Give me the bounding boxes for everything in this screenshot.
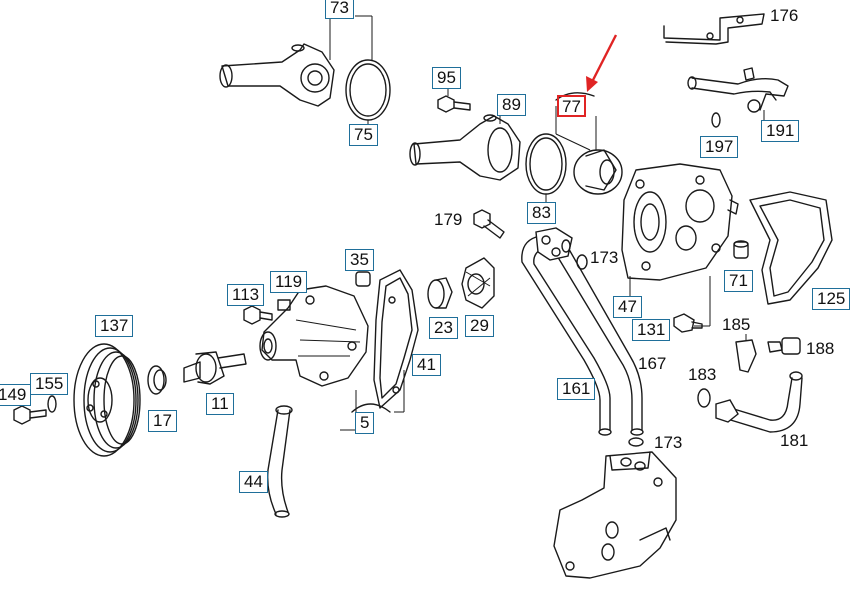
part-113-bolt <box>243 305 273 325</box>
label-119[interactable]: 119 <box>270 271 308 293</box>
label-35[interactable]: 35 <box>345 249 374 271</box>
label-89[interactable]: 89 <box>497 94 526 116</box>
water-pump-body <box>259 285 369 387</box>
part-167-pipe <box>521 227 644 436</box>
label-176[interactable]: 176 <box>770 6 799 25</box>
label-17[interactable]: 17 <box>148 410 177 432</box>
part-131-bolt <box>673 313 703 333</box>
part-89-water-outlet <box>409 112 521 181</box>
part-137-pulley <box>73 343 141 457</box>
part-83-seal <box>525 133 567 202</box>
part-75-seal-ring <box>345 59 391 128</box>
part-173-seal-upper <box>576 254 588 270</box>
label-75[interactable]: 75 <box>349 124 378 146</box>
label-73[interactable]: 73 <box>325 0 354 19</box>
label-173-upper[interactable]: 173 <box>590 248 619 267</box>
part-179-bolt <box>473 209 505 239</box>
part-47-housing-cover <box>621 163 739 327</box>
part-149-bolt <box>13 405 47 425</box>
label-173-lower[interactable]: 173 <box>654 433 683 452</box>
label-29[interactable]: 29 <box>465 315 494 337</box>
label-23[interactable]: 23 <box>429 317 458 339</box>
label-185[interactable]: 185 <box>722 315 751 334</box>
part-95-bolt <box>437 88 471 113</box>
part-161-lower-housing <box>553 451 677 579</box>
label-197[interactable]: 197 <box>700 136 739 158</box>
label-131[interactable]: 131 <box>632 319 671 341</box>
label-77-highlighted[interactable]: 77 <box>557 95 586 117</box>
label-113[interactable]: 113 <box>227 284 265 306</box>
label-125[interactable]: 125 <box>812 288 850 310</box>
label-71[interactable]: 71 <box>724 270 753 292</box>
part-23-bushing <box>427 277 453 309</box>
label-5[interactable]: 5 <box>355 412 375 434</box>
part-44-hose <box>266 405 293 518</box>
label-179[interactable]: 179 <box>434 210 463 229</box>
part-188-bolt <box>767 337 801 355</box>
part-125-gasket <box>749 191 833 305</box>
label-11[interactable]: 11 <box>206 393 234 415</box>
part-185-bracket <box>735 334 757 373</box>
label-183[interactable]: 183 <box>688 365 717 384</box>
label-44[interactable]: 44 <box>239 471 268 493</box>
label-149[interactable]: 149 <box>0 384 32 406</box>
label-181[interactable]: 181 <box>780 431 809 450</box>
pointer-arrow <box>586 34 618 92</box>
label-167[interactable]: 167 <box>638 354 667 373</box>
part-173-seal-lower <box>628 437 644 447</box>
part-191-pipe <box>687 67 789 128</box>
part-197-seal <box>711 112 721 128</box>
part-41-gasket <box>373 269 419 409</box>
label-155[interactable]: 155 <box>30 373 69 395</box>
part-29-impeller <box>461 257 495 309</box>
part-11-shaft <box>183 351 247 385</box>
label-137[interactable]: 137 <box>95 315 134 337</box>
part-73-thermostat-housing <box>219 15 373 107</box>
part-5-assembly-bracket <box>340 370 405 431</box>
label-161[interactable]: 161 <box>557 378 596 400</box>
label-95[interactable]: 95 <box>432 67 461 89</box>
label-47[interactable]: 47 <box>613 296 642 318</box>
label-191[interactable]: 191 <box>761 120 800 142</box>
part-17-hub <box>147 365 167 395</box>
part-35-plug <box>355 271 371 287</box>
part-71-plug <box>733 240 749 259</box>
label-188[interactable]: 188 <box>806 339 835 358</box>
part-176-bracket <box>663 13 765 45</box>
part-183-seal <box>697 388 711 408</box>
part-181-pipe <box>715 371 803 433</box>
part-119-gasket <box>277 299 291 311</box>
label-83[interactable]: 83 <box>527 202 556 224</box>
part-155-washer <box>47 395 57 413</box>
label-41[interactable]: 41 <box>412 354 441 376</box>
